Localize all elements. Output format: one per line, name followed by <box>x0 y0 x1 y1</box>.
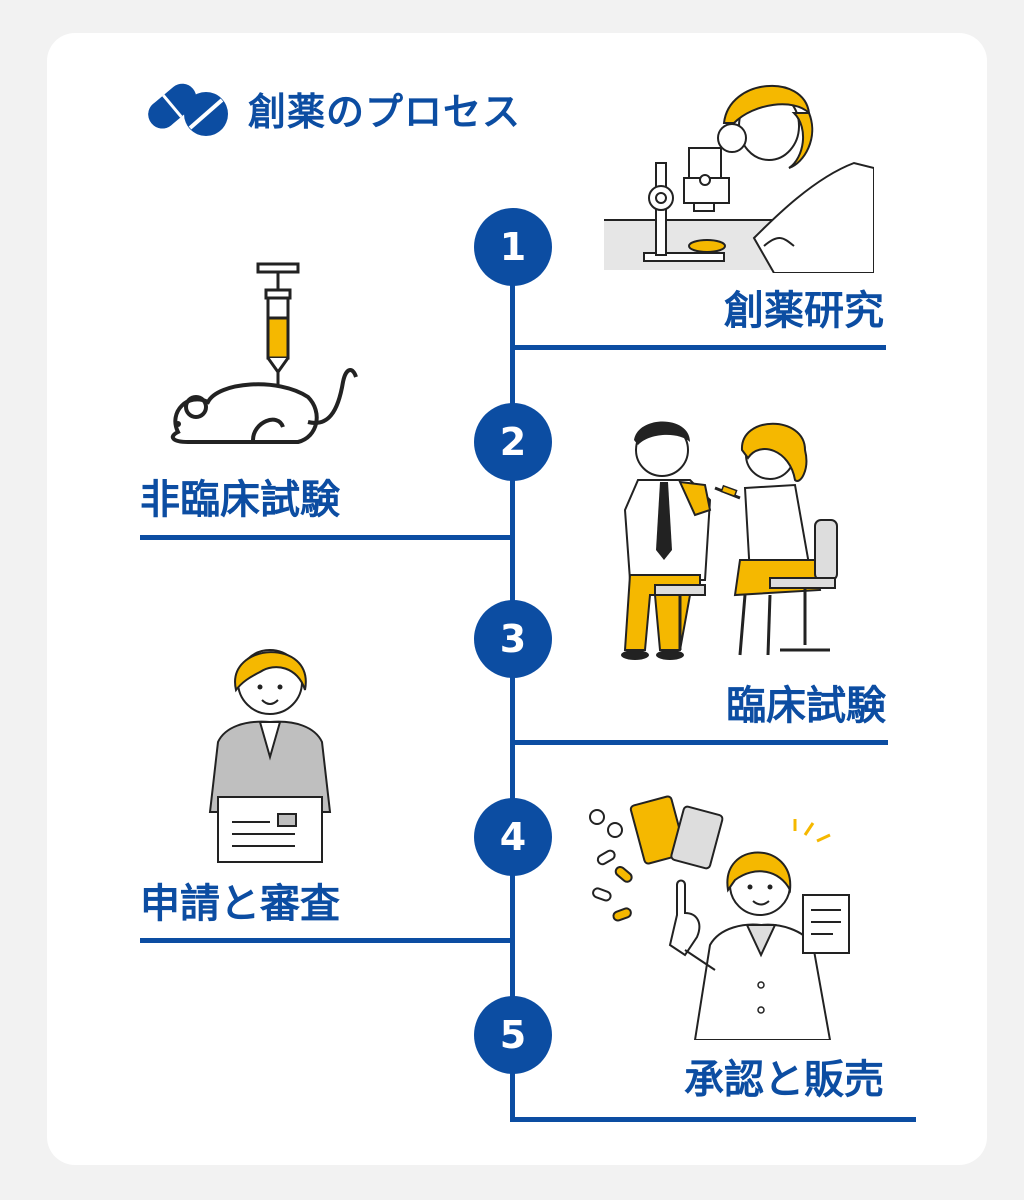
step-1-label: 創薬研究 <box>724 288 884 334</box>
step-3-badge: 3 <box>474 600 552 678</box>
step-2-label: 非臨床試験 <box>140 477 340 523</box>
mouse-syringe-icon <box>170 262 358 444</box>
scientist-microscope-icon <box>604 84 874 273</box>
step-2-underline <box>140 535 515 540</box>
step-4-underline <box>140 938 515 943</box>
page-title: 創薬のプロセス <box>248 90 522 134</box>
step-1-badge: 1 <box>474 208 552 286</box>
pharmacist-with-medicine-icon <box>589 795 850 1040</box>
woman-holding-document-icon <box>208 649 332 863</box>
step-3-underline <box>510 740 888 745</box>
doctor-vaccinating-patient-icon <box>621 421 838 660</box>
timeline-spine <box>510 250 515 1122</box>
step-5-label: 承認と販売 <box>684 1057 884 1103</box>
step-4-label: 申請と審査 <box>140 881 340 927</box>
step-2-badge: 2 <box>474 403 552 481</box>
step-1-underline <box>510 345 886 350</box>
capsule-pill-icon <box>148 83 228 136</box>
step-5-badge: 5 <box>474 996 552 1074</box>
step-5-underline <box>510 1117 916 1122</box>
step-3-label: 臨床試験 <box>726 683 886 729</box>
step-4-badge: 4 <box>474 798 552 876</box>
